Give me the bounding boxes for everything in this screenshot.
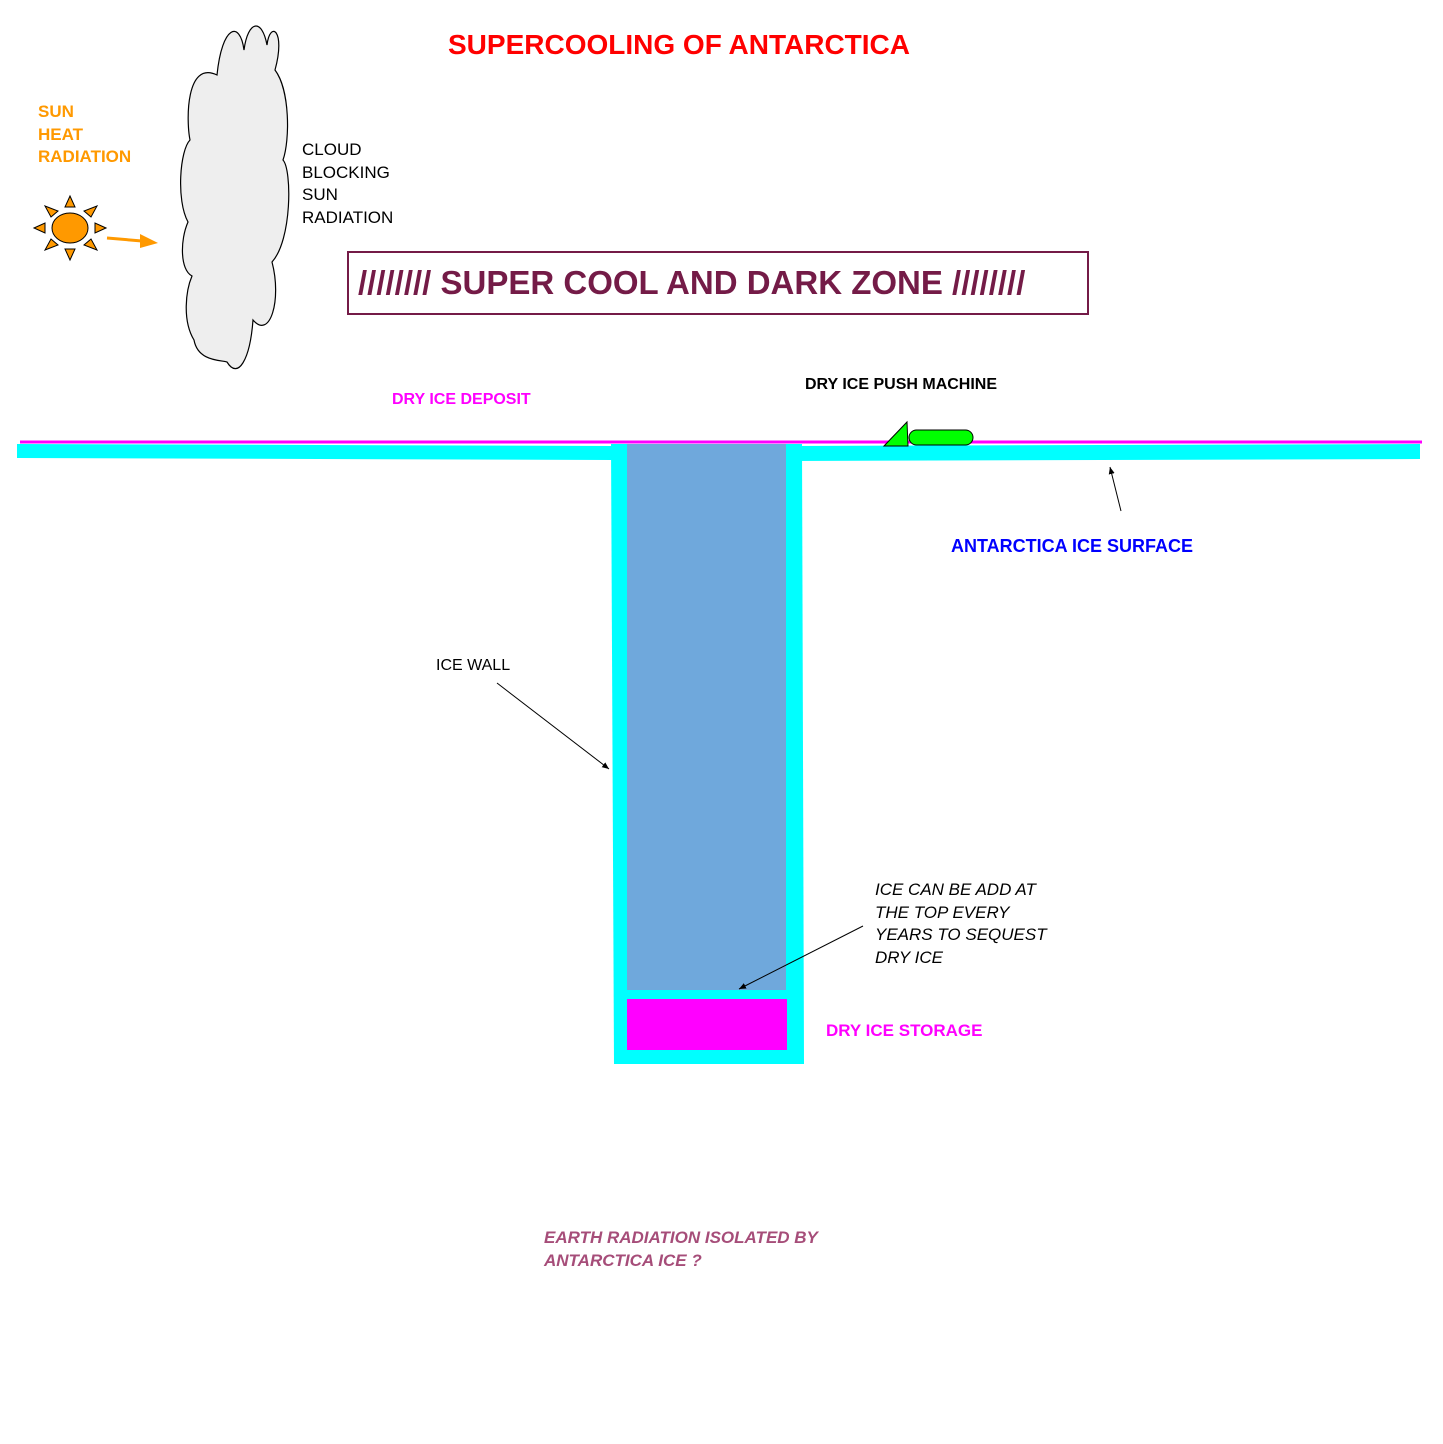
cloud-label-line: CLOUD: [302, 140, 362, 159]
note-line: ICE CAN BE ADD AT: [875, 880, 1036, 899]
ice-shaft: [611, 444, 804, 1064]
earth-radiation-note: EARTH RADIATION ISOLATED BY ANTARCTICA I…: [544, 1227, 818, 1272]
dry-ice-deposit-label: DRY ICE DEPOSIT: [392, 391, 531, 408]
ice-wall-arrow: [496, 682, 610, 770]
sun-label-line: RADIATION: [38, 147, 132, 166]
push-machine-label: DRY ICE PUSH MACHINE: [805, 376, 998, 393]
sun-icon: [32, 194, 108, 262]
cloud-label-line: SUN: [302, 185, 338, 204]
sun-label: SUN HEAT RADIATION: [38, 101, 131, 169]
note-line: DRY ICE: [875, 947, 944, 967]
dry-ice-storage-label: DRY ICE STORAGE: [826, 1021, 983, 1040]
note-line: THE TOP EVERY: [875, 902, 1010, 922]
ice-add-arrow: [738, 925, 864, 990]
ice-add-note: ICE CAN BE ADD AT THE TOP EVERY YEARS TO…: [875, 879, 1047, 969]
push-machine-icon: [882, 420, 974, 447]
ice-wall-label: ICE WALL: [436, 657, 511, 674]
cloud-icon: [180, 25, 290, 370]
sun-label-line: HEAT: [38, 124, 84, 144]
sun-arrow-icon: [106, 234, 158, 248]
shaft-ice-column: [627, 444, 786, 990]
ice-surface: [17, 440, 1422, 461]
ice-surface-label: ANTARCTICA ICE SURFACE: [951, 536, 1193, 556]
earth-note-line: ANTARCTICA ICE ?: [544, 1250, 702, 1270]
sun-label-line: SUN: [38, 102, 74, 121]
dry-ice-storage-block: [627, 999, 787, 1050]
diagram-title: SUPERCOOLING OF ANTARCTICA: [448, 29, 910, 60]
zone-banner-text: //////// SUPER COOL AND DARK ZONE //////…: [358, 264, 1026, 301]
cloud-label: CLOUD BLOCKING SUN RADIATION: [302, 139, 393, 229]
cloud-label-line: RADIATION: [302, 207, 394, 227]
zone-banner-box: [347, 251, 1089, 315]
surface-arrow: [1108, 466, 1122, 512]
earth-note-line: EARTH RADIATION ISOLATED BY: [544, 1228, 818, 1247]
note-line: YEARS TO SEQUEST: [875, 925, 1047, 944]
cloud-label-line: BLOCKING: [302, 162, 390, 182]
